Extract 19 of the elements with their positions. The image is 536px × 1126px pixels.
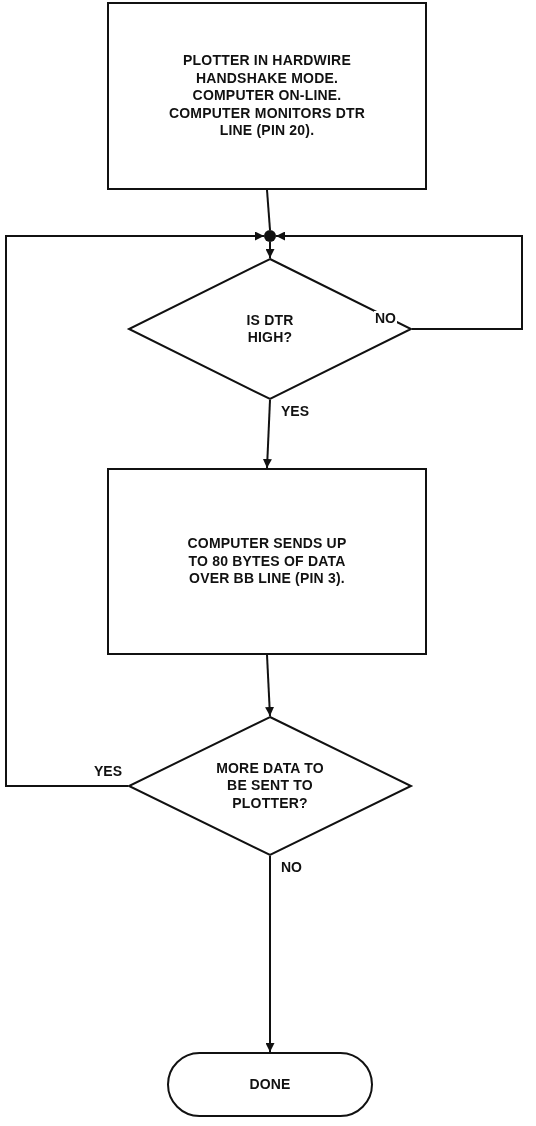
- process-box: [107, 2, 427, 190]
- arrow: [262, 399, 272, 469]
- node-text: IS DTR HIGH?: [245, 311, 295, 347]
- node-text: DONE: [248, 1075, 292, 1094]
- decision-diamond: [128, 716, 412, 856]
- decision-diamond: [128, 258, 412, 400]
- edge-label: NO: [374, 311, 397, 327]
- arrow: [265, 855, 275, 1053]
- node-text: MORE DATA TO BE SENT TO PLOTTER?: [215, 759, 325, 813]
- arrow: [265, 241, 275, 259]
- process-box: [107, 468, 427, 655]
- node-text: PLOTTER IN HARDWIRE HANDSHAKE MODE. COMPUTER ON-LINE. COMPUTER MONITORS DTR LINE (PIN 20).: [167, 52, 367, 140]
- connector-line: [266, 189, 271, 231]
- arrow: [275, 231, 523, 330]
- node-text: COMPUTER SENDS UP TO 80 BYTES OF DATA OVER BB LINE (PIN 3).: [186, 535, 348, 588]
- terminator-box: [167, 1052, 373, 1117]
- junction-dot: [264, 230, 276, 242]
- arrow: [5, 231, 265, 787]
- arrow: [265, 654, 275, 717]
